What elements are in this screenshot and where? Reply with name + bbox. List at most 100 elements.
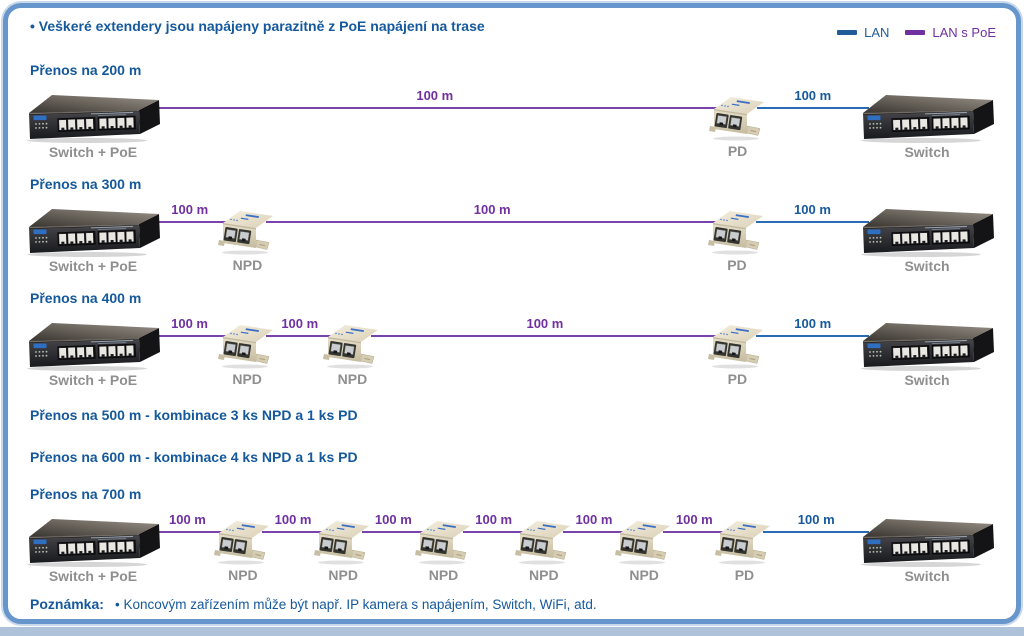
cable-line xyxy=(755,221,869,223)
cable-length-label: 100 m xyxy=(171,316,208,331)
device-extender: NPD xyxy=(515,512,573,583)
cable-length-label: 100 m xyxy=(374,512,412,527)
device-switch: Switch + PoE xyxy=(25,316,161,388)
cable-length-label: 100 m xyxy=(281,316,319,331)
device-label: Switch xyxy=(904,568,950,584)
section-title: Přenos na 200 m xyxy=(30,62,142,78)
cable-line xyxy=(151,335,229,337)
device-label: NPD xyxy=(629,567,659,583)
legend-label-lan-poe: LAN s PoE xyxy=(932,25,996,40)
device-label: PD xyxy=(727,371,748,387)
device-label: Switch + PoE xyxy=(48,568,138,584)
legend-item-lan: LAN xyxy=(837,25,889,40)
device-switch: Switch + PoE xyxy=(25,88,161,160)
cable-lan-poe: 100 m xyxy=(462,512,525,533)
cable-line xyxy=(763,531,870,533)
extender-image xyxy=(214,518,272,566)
device-extender: PD xyxy=(708,202,766,273)
footer-note-label: Poznámka: xyxy=(30,596,104,612)
cable-length-label: 100 m xyxy=(575,512,613,527)
cable-length-label: 100 m xyxy=(797,512,835,527)
device-chain: Switch + PoE 100 m NPD 100 m PD 100 m Switch xyxy=(25,202,995,274)
extender-image xyxy=(709,94,767,142)
cable-lan-poe: 100 m xyxy=(151,202,229,223)
cable-length-label: 100 m xyxy=(171,202,209,217)
bottom-accent-bar xyxy=(0,627,1024,636)
extender-image xyxy=(708,208,766,256)
cable-lan-poe: 100 m xyxy=(371,316,719,337)
footer-note: Poznámka: • Koncovým zařízením může být … xyxy=(30,596,597,612)
device-extender: NPD xyxy=(415,512,473,583)
device-label: Switch xyxy=(904,372,950,388)
device-switch: Switch xyxy=(859,202,995,274)
cable-length-label: 100 m xyxy=(473,202,511,217)
cable-lan-poe: 100 m xyxy=(266,202,718,223)
cable-lan-poe: 100 m xyxy=(266,316,334,337)
switch-image xyxy=(859,205,995,257)
device-extender: PD xyxy=(708,316,766,387)
cable-line xyxy=(261,531,325,533)
cable-line xyxy=(562,531,626,533)
switch-image xyxy=(25,205,161,257)
cable-line xyxy=(151,107,719,109)
section-title: Přenos na 500 m - kombinace 3 ks NPD a 1… xyxy=(30,407,358,423)
device-label: Switch + PoE xyxy=(48,372,138,388)
switch-image xyxy=(25,91,161,143)
cable-lan-poe: 100 m xyxy=(362,512,425,533)
cable-lan-poe: 100 m xyxy=(151,88,719,109)
cable-line xyxy=(362,531,425,533)
device-switch: Switch + PoE xyxy=(25,512,161,584)
cable-line xyxy=(663,531,726,533)
device-label: Switch xyxy=(904,258,950,274)
cable-line xyxy=(151,221,229,223)
legend-item-lan-poe: LAN s PoE xyxy=(905,25,996,40)
cable-lan-poe: 100 m xyxy=(151,512,224,533)
device-label: Switch xyxy=(904,144,950,160)
device-label: PD xyxy=(727,143,748,159)
cable-lan: 100 m xyxy=(756,316,869,337)
cable-lan-poe: 100 m xyxy=(663,512,726,533)
device-label: PD xyxy=(727,257,747,273)
device-extender: NPD xyxy=(218,316,276,387)
cable-lan-poe: 100 m xyxy=(151,316,229,337)
cable-lan: 100 m xyxy=(755,202,869,223)
section: Přenos na 600 m - kombinace 4 ks NPD a 1… xyxy=(0,449,1024,465)
section: Přenos na 500 m - kombinace 3 ks NPD a 1… xyxy=(0,407,1024,423)
cable-length-label: 100 m xyxy=(169,512,206,527)
switch-image xyxy=(25,319,161,371)
cable-line xyxy=(266,221,718,223)
extender-image xyxy=(515,518,573,566)
device-label: NPD xyxy=(232,371,262,387)
cable-length-label: 100 m xyxy=(274,512,312,527)
device-extender: PD xyxy=(715,512,773,583)
cable-lan: 100 m xyxy=(763,512,870,533)
extender-image xyxy=(323,322,381,370)
switch-image xyxy=(859,319,995,371)
device-label: NPD xyxy=(337,371,368,387)
cable-line xyxy=(756,107,869,109)
device-chain: Switch + PoE 100 m NPD 100 m NPD 100 m PD 100 m… xyxy=(25,316,995,388)
device-switch: Switch xyxy=(859,512,995,584)
device-extender: NPD xyxy=(218,202,276,273)
cable-line xyxy=(462,531,525,533)
device-switch: Switch + PoE xyxy=(25,202,161,274)
device-extender: NPD xyxy=(314,512,372,583)
device-label: Switch + PoE xyxy=(48,258,138,274)
legend-label-lan: LAN xyxy=(864,25,890,40)
cable-length-label: 100 m xyxy=(794,202,831,217)
cable-length-label: 100 m xyxy=(475,512,513,527)
extender-image xyxy=(715,518,773,566)
extender-image xyxy=(314,518,372,566)
legend: LAN LAN s PoE xyxy=(837,25,996,40)
device-switch: Switch xyxy=(859,316,995,388)
cable-length-label: 100 m xyxy=(675,512,713,527)
cable-length-label: 100 m xyxy=(794,88,832,103)
lan-line-swatch xyxy=(837,30,858,35)
